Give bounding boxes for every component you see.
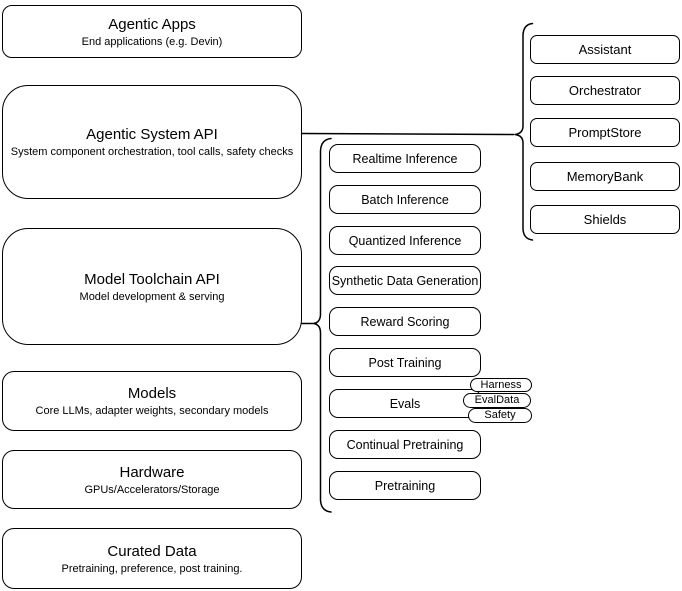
node-title: Model Toolchain API	[84, 270, 220, 288]
node-promptstore: PromptStore	[530, 118, 680, 147]
system-api-connector-line	[301, 132, 515, 136]
node-title: Agentic System API	[86, 126, 218, 143]
node-model-toolchain-api: Model Toolchain API Model development & …	[2, 228, 302, 345]
node-models: Models Core LLMs, adapter weights, secon…	[2, 371, 302, 431]
node-subtitle: Model development & serving	[79, 290, 225, 303]
node-shields: Shields	[530, 205, 680, 234]
node-pretraining: Pretraining	[329, 471, 481, 500]
node-assistant: Assistant	[530, 35, 680, 64]
node-evals: Evals	[329, 389, 481, 418]
node-orchestrator: Orchestrator	[530, 76, 680, 105]
node-title: Agentic Apps	[108, 15, 196, 33]
tag-safety: Safety	[468, 408, 532, 423]
node-subtitle: System component orchestration, tool cal…	[10, 146, 294, 158]
node-memorybank: MemoryBank	[530, 162, 680, 191]
node-title: Curated Data	[107, 542, 197, 560]
node-title: Hardware	[119, 463, 185, 481]
node-synthetic-data-generation: Synthetic Data Generation	[329, 266, 481, 295]
node-curated-data: Curated Data Pretraining, preference, po…	[2, 528, 302, 589]
node-subtitle: Core LLMs, adapter weights, secondary mo…	[35, 405, 269, 417]
node-quantized-inference: Quantized Inference	[329, 226, 481, 255]
tag-harness: Harness	[470, 378, 532, 392]
node-subtitle: GPUs/Accelerators/Storage	[84, 483, 220, 496]
node-agentic-apps: Agentic Apps End applications (e.g. Devi…	[2, 5, 302, 58]
tag-evaldata: EvalData	[463, 393, 531, 408]
node-subtitle: End applications (e.g. Devin)	[81, 35, 223, 48]
node-batch-inference: Batch Inference	[329, 185, 481, 214]
node-hardware: Hardware GPUs/Accelerators/Storage	[2, 450, 302, 509]
node-subtitle: Pretraining, preference, post training.	[61, 562, 243, 575]
node-realtime-inference: Realtime Inference	[329, 144, 481, 173]
node-title: Models	[127, 385, 177, 402]
node-continual-pretraining: Continual Pretraining	[329, 430, 481, 459]
node-post-training: Post Training	[329, 348, 481, 377]
node-reward-scoring: Reward Scoring	[329, 307, 481, 336]
node-agentic-system-api: Agentic System API System component orch…	[2, 85, 302, 199]
